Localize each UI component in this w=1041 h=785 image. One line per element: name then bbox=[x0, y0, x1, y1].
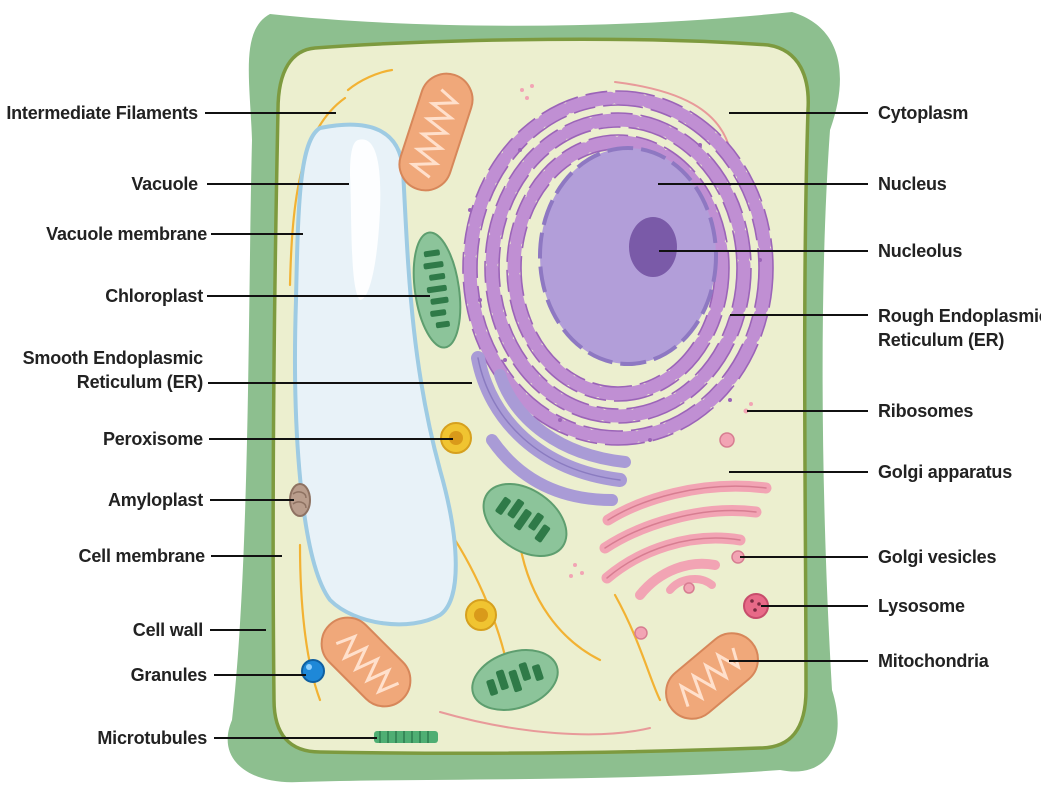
label-peroxisome: Peroxisome bbox=[103, 427, 203, 451]
granule bbox=[302, 660, 324, 682]
label-rough-er-line2: Reticulum (ER) bbox=[878, 328, 1041, 352]
label-lysosome: Lysosome bbox=[878, 594, 965, 618]
granule-shine bbox=[306, 664, 312, 670]
label-chloroplast: Chloroplast bbox=[105, 284, 203, 308]
label-smooth-er-line1: Smooth Endoplasmic bbox=[23, 346, 203, 370]
label-cytoplasm: Cytoplasm bbox=[878, 101, 968, 125]
label-rough-er-line1: Rough Endoplasmic bbox=[878, 304, 1041, 328]
label-granules: Granules bbox=[131, 663, 207, 687]
label-amyloplast: Amyloplast bbox=[108, 488, 203, 512]
label-vacuole: Vacuole bbox=[131, 172, 198, 196]
label-microtubules: Microtubules bbox=[97, 726, 207, 750]
label-cell-membrane: Cell membrane bbox=[79, 544, 205, 568]
label-golgi-vesicles: Golgi vesicles bbox=[878, 545, 996, 569]
label-nucleolus: Nucleolus bbox=[878, 239, 962, 263]
label-cell-wall: Cell wall bbox=[133, 618, 203, 642]
nucleus bbox=[540, 148, 716, 364]
label-rough-er: Rough Endoplasmic Reticulum (ER) bbox=[878, 304, 1041, 352]
nucleolus bbox=[629, 217, 677, 277]
label-nucleus: Nucleus bbox=[878, 172, 947, 196]
label-smooth-er-line2: Reticulum (ER) bbox=[23, 370, 203, 394]
label-golgi-apparatus: Golgi apparatus bbox=[878, 460, 1012, 484]
label-vacuole-membrane: Vacuole membrane bbox=[46, 222, 207, 246]
microtubule bbox=[374, 731, 438, 743]
label-smooth-er: Smooth Endoplasmic Reticulum (ER) bbox=[23, 346, 203, 394]
label-mitochondria: Mitochondria bbox=[878, 649, 989, 673]
label-intermediate-filaments: Intermediate Filaments bbox=[6, 101, 198, 125]
label-ribosomes: Ribosomes bbox=[878, 399, 973, 423]
